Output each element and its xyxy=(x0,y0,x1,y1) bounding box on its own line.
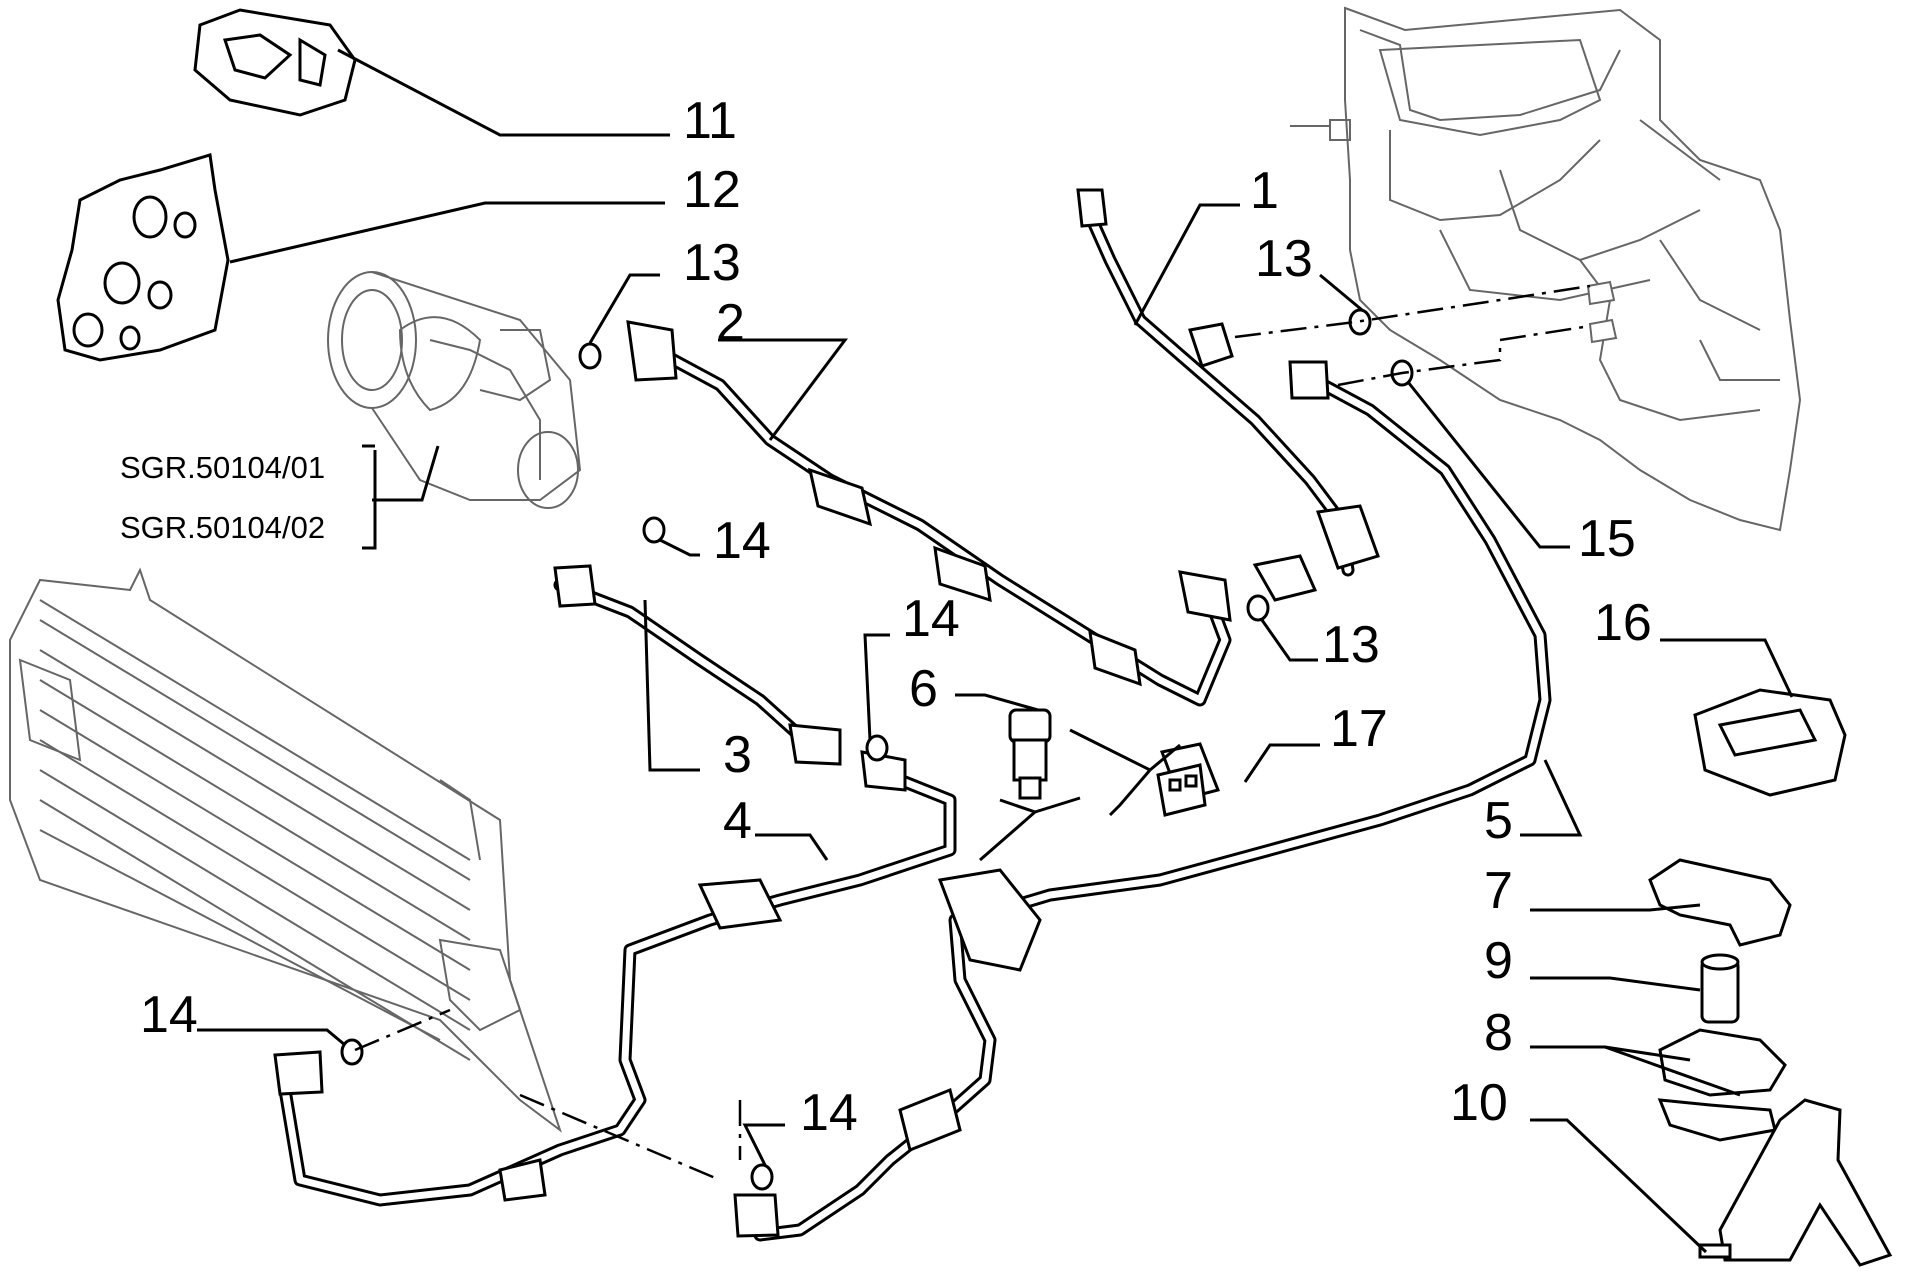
compressor xyxy=(327,271,582,509)
reference-sgr-50104-01: SGR.50104/01 xyxy=(120,450,325,485)
hose-3 xyxy=(553,564,842,766)
callout-3: 3 xyxy=(723,726,752,784)
callout-17: 17 xyxy=(1330,700,1388,758)
callout-2: 2 xyxy=(716,294,745,352)
o-ring-14-top xyxy=(642,516,666,544)
callout-6: 6 xyxy=(909,660,938,718)
pipe-4 xyxy=(273,750,957,1207)
callout-14-left: 14 xyxy=(140,986,198,1044)
part-9-spacer xyxy=(1700,953,1740,1024)
reference-sgr-50104-02: SGR.50104/02 xyxy=(120,510,325,545)
callout-14-mid: 14 xyxy=(902,590,960,648)
alignment-lines xyxy=(354,284,1591,1182)
part-17-connector xyxy=(1156,742,1221,817)
part-11-clip xyxy=(193,8,357,117)
callout-7: 7 xyxy=(1484,862,1513,920)
part-10-support-bracket xyxy=(1698,1098,1893,1267)
callout-10: 10 xyxy=(1450,1074,1508,1132)
o-ring-14-mid xyxy=(865,734,889,762)
condenser xyxy=(9,567,562,1133)
part-6-17-guide-lines xyxy=(979,728,1181,862)
pipe-2 xyxy=(626,320,1232,707)
pipe-1 xyxy=(1076,188,1380,602)
o-ring-13-lower xyxy=(1246,594,1270,622)
callout-14-top: 14 xyxy=(713,512,771,570)
leader-lines xyxy=(197,48,1794,1254)
callout-1: 1 xyxy=(1250,162,1279,220)
callout-11: 11 xyxy=(683,92,737,150)
callout-5: 5 xyxy=(1484,792,1513,850)
part-16-bracket xyxy=(1693,688,1847,797)
callout-13-left: 13 xyxy=(683,234,741,292)
callout-14-bottom: 14 xyxy=(800,1084,858,1142)
part-6-pressure-switch xyxy=(1008,708,1052,800)
callout-labels: 11 12 13 2 1 13 15 13 16 14 14 6 17 3 4 … xyxy=(120,92,1652,1142)
o-ring-13-upper xyxy=(1348,308,1372,336)
part-8-clamp-pair xyxy=(1657,1028,1787,1142)
o-ring-13-left xyxy=(578,342,602,370)
o-ring-14-bottom xyxy=(750,1163,774,1191)
callout-15: 15 xyxy=(1578,510,1636,568)
evaporator-housing xyxy=(1290,6,1802,532)
callout-13-upper: 13 xyxy=(1255,230,1313,288)
callout-13-lower: 13 xyxy=(1322,616,1380,674)
callout-4: 4 xyxy=(723,792,752,850)
callout-16: 16 xyxy=(1594,594,1652,652)
callout-9: 9 xyxy=(1484,932,1513,990)
pipe-5 xyxy=(733,360,1552,1242)
part-12-gasket-plate xyxy=(56,153,230,362)
callout-8: 8 xyxy=(1484,1004,1513,1062)
o-rings xyxy=(340,308,1414,1191)
part-7-clamp xyxy=(1648,858,1792,947)
o-ring-14-left xyxy=(340,1038,364,1066)
callout-12: 12 xyxy=(683,161,741,219)
